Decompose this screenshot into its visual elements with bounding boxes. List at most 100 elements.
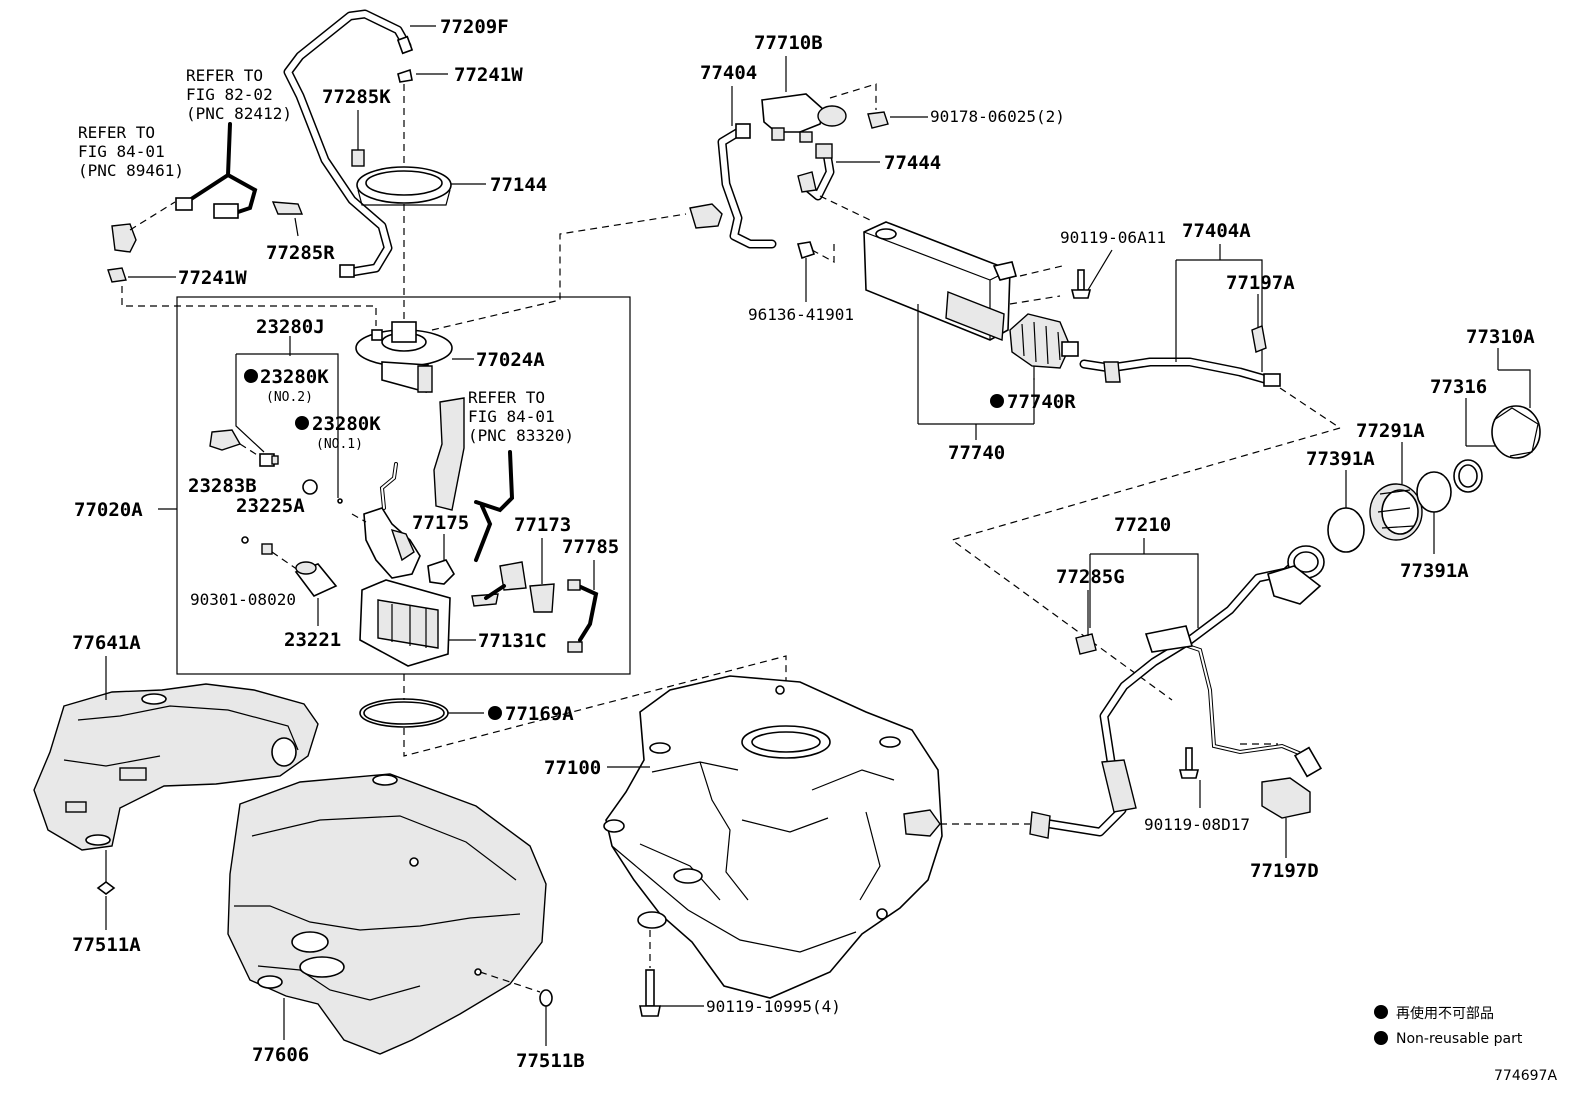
dash-canister (1009, 265, 1063, 305)
filter-23280K-no2 (259, 453, 279, 467)
label-77404A: 77404A (1182, 220, 1251, 242)
label-77024A: 77024A (476, 349, 545, 371)
protector-77606 (227, 773, 547, 1055)
lock-ring-77144 (356, 166, 452, 206)
label-77169A: 77169A (505, 703, 574, 725)
dash-pump-body (351, 513, 367, 523)
label-77285K: 77285K (322, 86, 391, 108)
dash-77511B (479, 971, 541, 993)
label-77310A: 77310A (1466, 326, 1535, 348)
hose-77444 (797, 143, 835, 201)
dash-clip-to-pump (121, 286, 377, 326)
fuel-tank-77100 (603, 675, 943, 999)
label-77785: 77785 (562, 536, 619, 558)
legend-text-jp: 再使用不可部品 (1396, 1005, 1494, 1022)
regulator-77175 (427, 534, 455, 585)
connector-ref-89461 (111, 201, 176, 253)
label-77391A-right: 77391A (1400, 560, 1469, 582)
bolt-90178-06025 (867, 111, 889, 129)
ref-89461-line2: FIG 84-01 (78, 142, 165, 161)
label-77511A: 77511A (72, 934, 141, 956)
clip-77511B (539, 989, 553, 1007)
label-90301-08020: 90301-08020 (190, 590, 296, 609)
label-77291A: 77291A (1356, 420, 1425, 442)
clip-77285K (351, 110, 365, 167)
non-reusable-mark-23280K-no2 (244, 369, 258, 383)
non-reusable-mark-77169A (488, 706, 502, 720)
filler-pipe-77210 (1029, 545, 1325, 839)
non-reusable-mark-23280K-no1 (295, 416, 309, 430)
gasket-77391A-right (1416, 471, 1452, 513)
label-90178-06025: 90178-06025(2) (930, 107, 1065, 126)
bracket-23280K-no1 (236, 353, 339, 498)
label-77197A: 77197A (1226, 272, 1295, 294)
label-77285G: 77285G (1056, 566, 1125, 588)
o-ring-23225A (302, 479, 318, 495)
label-77606: 77606 (252, 1044, 309, 1066)
bracket-77210 (1089, 553, 1199, 628)
clip-77241W-top (397, 68, 413, 83)
clamp-77285G (1075, 590, 1097, 655)
label-23225A: 23225A (236, 495, 305, 517)
label-96136-41901: 96136-41901 (748, 305, 854, 324)
label-23280K-no1: 23280K (312, 413, 381, 435)
label-77020A: 77020A (74, 499, 143, 521)
clip-small (261, 543, 273, 555)
stay-23283B (209, 429, 242, 451)
ring-77291A (1369, 483, 1423, 541)
legend: 再使用不可部品 Non-reusable part (1374, 1005, 1523, 1047)
pin-90301-08020 (241, 536, 249, 544)
tube-77404A (1079, 357, 1281, 387)
label-77241W-top: 77241W (454, 64, 523, 86)
label-23283B: 23283B (188, 475, 257, 497)
note-no2: (NO.2) (266, 390, 313, 405)
pump-flange-77024A (355, 321, 453, 394)
filter-77740R (1009, 313, 1079, 369)
pump-motor-23221 (294, 561, 338, 626)
label-77131C: 77131C (478, 630, 547, 652)
vent-tube-77209F (283, 9, 414, 278)
o-ring-23280K-no1 (337, 498, 343, 504)
legend-mark-jp (1374, 1005, 1388, 1019)
label-23280K-no2: 23280K (260, 366, 329, 388)
ref-82412-line3: (PNC 82412) (186, 104, 292, 123)
leader-90119-06A11 (1087, 249, 1113, 291)
clip-77511A (96, 881, 116, 895)
protector-77641A (33, 683, 319, 851)
dash-gasket-to-tank (403, 655, 787, 757)
non-reusable-mark-77740R (990, 394, 1004, 408)
note-no1: (NO.1) (316, 437, 363, 452)
label-77175: 77175 (412, 512, 469, 534)
label-77391A-left: 77391A (1306, 448, 1375, 470)
bracket-77285R (271, 201, 304, 237)
label-77144: 77144 (490, 174, 547, 196)
gasket-77316 (1453, 459, 1483, 493)
label-77710B: 77710B (754, 32, 823, 54)
gasket-77391A-left (1327, 507, 1365, 553)
labels: 77209F 77241W 77285K 77144 77285R 77241W… (72, 16, 1535, 1072)
dash-tube-to-inlet (1279, 387, 1341, 429)
canister-77740 (863, 221, 1017, 341)
label-77210: 77210 (1114, 514, 1171, 536)
dash-23283B (239, 443, 263, 459)
dash-77710B-bolt (829, 83, 877, 110)
dash-cap-to-filler (950, 427, 1341, 701)
clamp-96136-41901 (796, 241, 816, 260)
label-77316: 77316 (1430, 376, 1487, 398)
ref-83320-line1: REFER TO (468, 388, 545, 407)
label-77511B: 77511B (516, 1050, 585, 1072)
gasket-77169A (359, 698, 449, 728)
bolt-90119-06A11 (1070, 269, 1092, 299)
bracket-77310A (1498, 369, 1531, 408)
label-77173: 77173 (514, 514, 571, 536)
label-77740: 77740 (948, 442, 1005, 464)
legend-mark-en (1374, 1031, 1388, 1045)
ref-83320-line2: FIG 84-01 (468, 407, 555, 426)
clamp-77197D (1261, 777, 1311, 858)
label-77404: 77404 (700, 62, 757, 84)
valve-77710B (761, 93, 847, 143)
label-23280J: 23280J (256, 316, 325, 338)
label-77197D: 77197D (1250, 860, 1319, 882)
label-77209F: 77209F (440, 16, 509, 38)
